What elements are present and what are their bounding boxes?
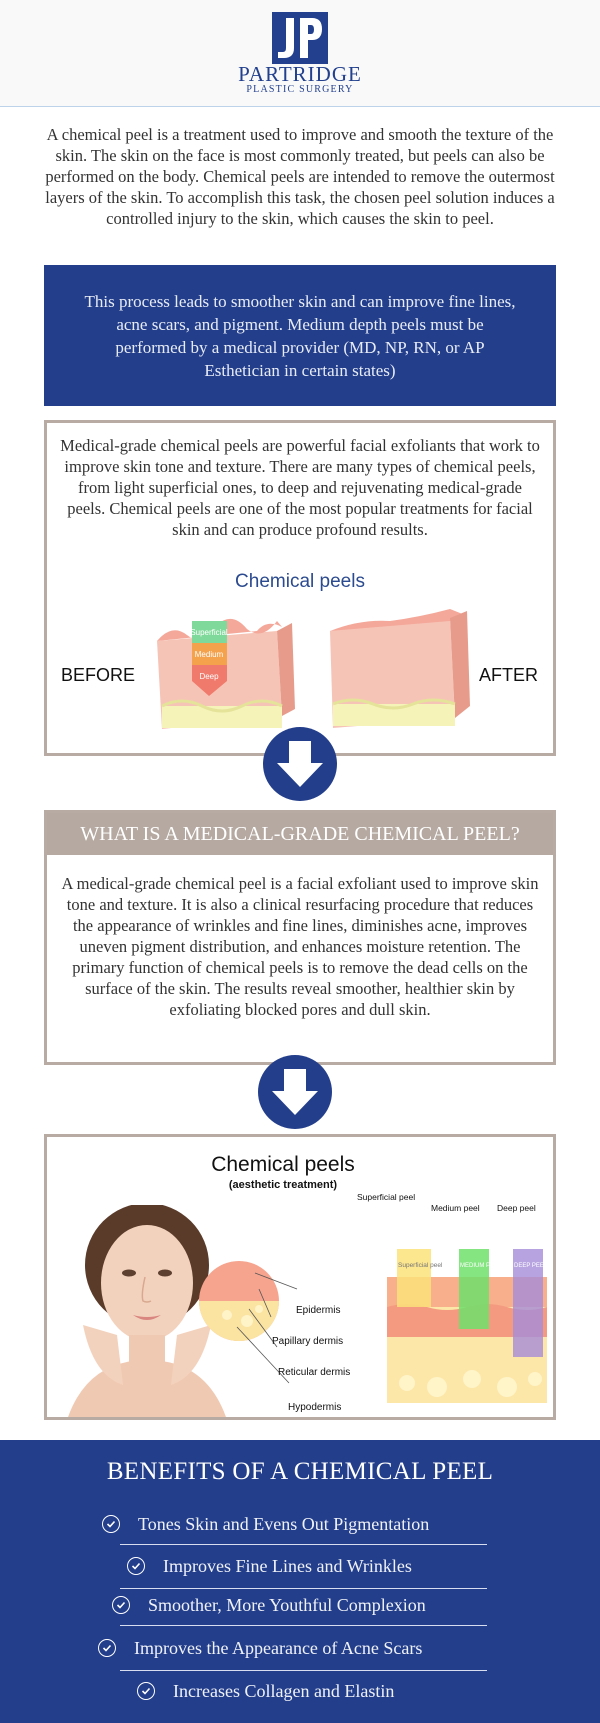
benefit-item: Increases Collagen and Elastin xyxy=(137,1676,394,1706)
medium-peel-label: Medium peel xyxy=(431,1203,480,1213)
highlight-text: This process leads to smoother skin and … xyxy=(84,291,516,380)
papillary-dermis-label: Papillary dermis xyxy=(272,1336,344,1347)
check-circle-icon xyxy=(127,1557,145,1575)
depth-superficial-label: Superficial xyxy=(190,628,228,637)
benefit-item: Improves Fine Lines and Wrinkles xyxy=(127,1551,412,1581)
divider xyxy=(120,1670,487,1671)
benefit-text: Smoother, More Youthful Complexion xyxy=(148,1594,426,1615)
check-circle-icon xyxy=(102,1515,120,1533)
benefit-text: Improves Fine Lines and Wrinkles xyxy=(163,1555,412,1576)
depth-medium-label: Medium xyxy=(195,650,224,659)
down-arrow-icon xyxy=(258,1055,332,1129)
intro-text: A chemical peel is a treatment used to i… xyxy=(45,125,555,228)
skin-after-illustration xyxy=(330,609,470,728)
after-label: AFTER xyxy=(479,665,539,685)
woman-face-illustration xyxy=(68,1205,226,1417)
skin-before-illustration: Superficial Medium Deep xyxy=(157,618,295,729)
header: PARTRIDGE PLASTIC SURGERY xyxy=(0,0,600,107)
check-circle-icon xyxy=(137,1682,155,1700)
before-label: BEFORE xyxy=(61,665,136,685)
check-circle-icon xyxy=(112,1596,130,1614)
benefit-item: Improves the Appearance of Acne Scars xyxy=(98,1633,422,1663)
reticular-dermis-label: Reticular dermis xyxy=(278,1367,351,1378)
medium-peel-tag: MEDIUM PEEL xyxy=(460,1263,502,1269)
benefit-text: Improves the Appearance of Acne Scars xyxy=(134,1637,423,1658)
what-is-peel-card: WHAT IS A MEDICAL-GRADE CHEMICAL PEEL? A… xyxy=(44,810,556,1065)
highlight-box: This process leads to smoother skin and … xyxy=(44,265,556,406)
divider xyxy=(120,1588,487,1589)
epidermis-label: Epidermis xyxy=(296,1305,341,1316)
superficial-peel-tag: Superficial peel xyxy=(398,1262,443,1269)
benefit-item: Smoother, More Youthful Complexion xyxy=(112,1590,426,1620)
aesthetic-subtitle: (aesthetic treatment) xyxy=(228,1179,338,1191)
section-heading: WHAT IS A MEDICAL-GRADE CHEMICAL PEEL? xyxy=(47,813,553,855)
benefits-title: BENEFITS OF A CHEMICAL PEEL xyxy=(106,1458,494,1485)
aesthetic-title: Chemical peels xyxy=(211,1153,355,1176)
aesthetic-treatment-card: Chemical peels (aesthetic treatment) xyxy=(44,1134,556,1420)
skin-layers-diagram: Superficial peel MEDIUM PEEL DEEP PEEL xyxy=(199,1249,548,1403)
brand-name: PARTRIDGE xyxy=(238,62,362,86)
overview-text: Medical-grade chemical peels are powerfu… xyxy=(60,436,540,539)
benefits-section: BENEFITS OF A CHEMICAL PEEL Tones Skin a… xyxy=(0,1440,600,1723)
down-arrow-icon xyxy=(263,727,337,801)
depth-deep-label: Deep xyxy=(199,672,219,681)
what-is-peel-text: A medical-grade chemical peel is a facia… xyxy=(61,874,539,1019)
divider xyxy=(120,1544,487,1545)
benefit-item: Tones Skin and Evens Out Pigmentation xyxy=(102,1509,429,1539)
deep-peel-tag: DEEP PEEL xyxy=(514,1263,548,1269)
chemical-peel-overview-card: Medical-grade chemical peels are powerfu… xyxy=(44,420,556,756)
divider xyxy=(120,1625,487,1626)
deep-peel-label: Deep peel xyxy=(497,1203,536,1213)
hypodermis-label: Hypodermis xyxy=(288,1402,342,1413)
brand-tagline: PLASTIC SURGERY xyxy=(246,84,354,95)
superficial-peel-label: Superficial peel xyxy=(357,1192,416,1202)
figure-title: Chemical peels xyxy=(235,571,365,592)
benefit-text: Tones Skin and Evens Out Pigmentation xyxy=(138,1513,430,1534)
partridge-logo-icon xyxy=(272,12,328,64)
check-circle-icon xyxy=(98,1639,116,1657)
benefit-text: Increases Collagen and Elastin xyxy=(173,1680,395,1701)
